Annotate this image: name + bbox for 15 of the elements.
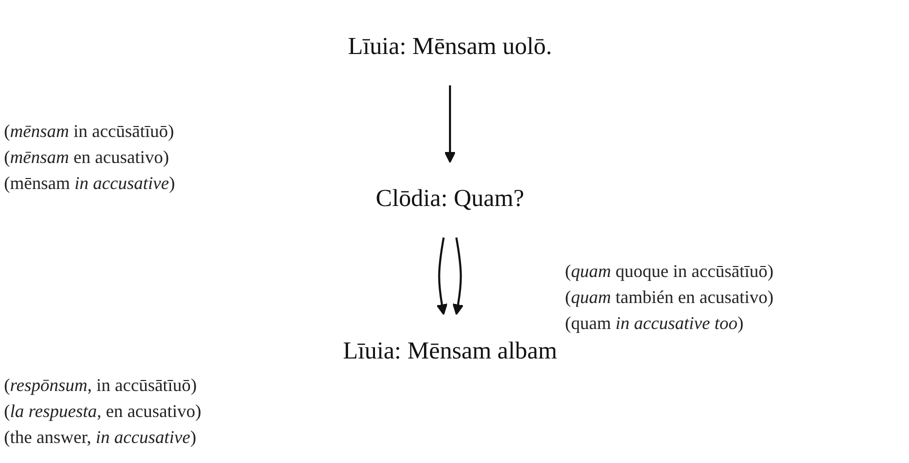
arrow xyxy=(444,85,456,163)
note-text: (respōnsum, in accūsātīuō) xyxy=(4,374,197,397)
note-text: (mēnsam in accusative) xyxy=(4,172,175,195)
note-text: (quam in accusative too) xyxy=(565,312,744,335)
note-text: (mēnsam en acusativo) xyxy=(4,146,169,169)
note-text: (quam quoque in accūsātīuō) xyxy=(565,260,774,283)
arrow xyxy=(436,237,448,316)
note-text: (quam también en acusativo) xyxy=(565,286,774,309)
arrow xyxy=(452,237,464,316)
node-text: Clōdia: Quam? xyxy=(376,186,524,213)
note-text: (la respuesta, en acusativo) xyxy=(4,400,202,423)
note-text: (the answer, in accusative) xyxy=(4,426,196,449)
node-text: Līuia: Mēnsam uolō. xyxy=(348,33,552,60)
node-text: Līuia: Mēnsam albam xyxy=(342,338,558,365)
note-text: (mēnsam in accūsātīuō) xyxy=(4,120,174,143)
